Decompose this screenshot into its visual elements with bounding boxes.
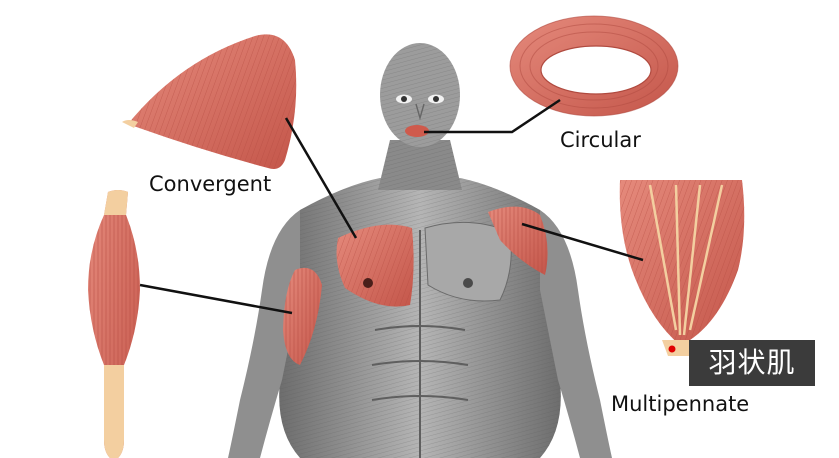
convergent-muscle-illustration xyxy=(122,34,297,170)
circular-muscle-illustration xyxy=(509,15,679,117)
circular-label: Circular xyxy=(560,128,641,152)
translation-tooltip: 羽状肌 xyxy=(689,340,815,386)
convergent-pointer-line xyxy=(284,117,358,239)
tooltip-pointer-dot xyxy=(668,345,676,353)
convergent-label: Convergent xyxy=(149,172,272,196)
multipennate-pointer-line xyxy=(521,222,644,262)
multipennate-muscle-illustration xyxy=(619,180,745,356)
circular-pointer-line xyxy=(424,98,561,134)
figure-highlighted-muscles xyxy=(283,125,548,365)
multipennate-label: Multipennate xyxy=(611,392,750,416)
fusiform-muscle-illustration xyxy=(88,190,140,458)
fusiform-pointer-line xyxy=(139,283,293,315)
pointer-lines xyxy=(139,98,644,315)
